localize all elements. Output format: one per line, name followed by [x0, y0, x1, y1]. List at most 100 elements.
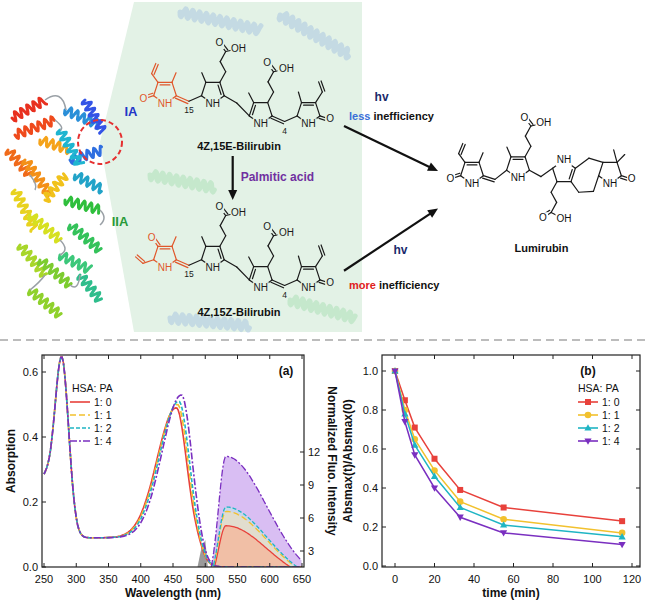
bond — [249, 257, 254, 267]
bond — [551, 182, 557, 193]
tick-label: 6 — [308, 512, 314, 525]
tick-label: 600 — [261, 573, 279, 586]
molecule-name: 4Z,15Z-Bilirubin — [134, 306, 344, 319]
bond — [224, 260, 237, 267]
bond — [272, 280, 285, 286]
atom-label: O — [325, 113, 335, 125]
atom-label: O — [214, 37, 224, 49]
legend-text: 1: 0 — [602, 396, 620, 408]
tick-label: 3 — [308, 545, 314, 558]
marker — [500, 521, 507, 527]
marker — [401, 419, 408, 425]
arrowhead — [427, 163, 438, 171]
tick-label: 0.0 — [23, 561, 38, 574]
legend-entry: 1: 4 — [70, 434, 112, 448]
bond — [495, 170, 507, 179]
tick — [42, 502, 46, 503]
separator — [0, 339, 647, 340]
bond — [525, 136, 531, 146]
note-word: inefficiency — [373, 110, 434, 123]
bond — [579, 191, 594, 193]
tick — [205, 355, 206, 359]
tick-label: 250 — [35, 573, 53, 586]
arrow-line — [344, 126, 433, 168]
protein-helix — [74, 174, 101, 194]
tick — [382, 410, 386, 411]
tick — [302, 563, 303, 567]
tick — [434, 355, 435, 359]
bond — [285, 280, 298, 286]
bond — [189, 260, 202, 266]
protein-loop — [30, 175, 36, 190]
molecule-node: Lumirubin — [438, 108, 645, 258]
legend-entry: 1: 2 — [578, 421, 620, 435]
bond — [154, 82, 158, 95]
atom-label: O — [262, 58, 272, 70]
marker — [501, 505, 507, 511]
atom-label: OH — [535, 117, 552, 129]
atom-label: O — [147, 232, 157, 244]
bond — [529, 170, 541, 176]
legend-title: HSA: PA — [578, 382, 619, 394]
protein-helix — [69, 225, 102, 252]
legend-line-stroke — [70, 401, 90, 403]
tick — [513, 563, 514, 567]
bond — [507, 147, 511, 157]
molecule-node: 4Z,15Z-Bilirubin — [134, 200, 344, 322]
bond — [316, 103, 320, 116]
bond — [614, 150, 617, 162]
bond — [201, 246, 205, 259]
marker — [457, 487, 463, 493]
tick — [302, 355, 303, 359]
tick-label: 12 — [308, 446, 320, 459]
bond — [249, 93, 254, 103]
tick — [636, 410, 640, 411]
bond — [202, 73, 206, 83]
bond — [172, 237, 176, 247]
bond — [569, 170, 572, 179]
axis-title: Normalized Fluo. Intensity — [324, 386, 338, 535]
atom-label: O — [627, 173, 637, 185]
tick — [269, 563, 270, 567]
note-word: inefficiency — [379, 278, 440, 291]
atom-label: O — [138, 93, 148, 105]
edge-label: hv — [393, 244, 407, 258]
protein-helix — [59, 253, 91, 272]
protein-loop — [45, 96, 66, 110]
bond — [154, 246, 158, 259]
atom-label: NH — [300, 118, 316, 130]
bond — [271, 118, 284, 124]
tick — [474, 563, 475, 567]
tick-label: 0.8 — [363, 404, 378, 417]
legend-entry: 1: 0 — [578, 395, 620, 409]
bond — [158, 246, 172, 247]
atom-label: O — [325, 277, 335, 289]
tick — [42, 437, 46, 438]
tick — [108, 563, 109, 567]
legend-text: 1: 2 — [94, 422, 112, 434]
legend-line — [578, 397, 598, 407]
bond — [603, 162, 617, 163]
bond — [575, 158, 588, 168]
bond — [268, 82, 274, 92]
tick — [636, 566, 640, 567]
bond — [316, 267, 320, 280]
atom-label: OH — [278, 227, 295, 239]
atom-label: NH — [205, 98, 221, 110]
tick — [140, 563, 141, 567]
protein-loop — [100, 210, 104, 225]
bond — [252, 105, 255, 114]
legend-text: 1: 0 — [94, 396, 112, 408]
bond — [304, 105, 314, 106]
bond — [237, 103, 250, 116]
tick-label: 500 — [196, 573, 214, 586]
tick-label: 9 — [308, 479, 314, 492]
bond — [541, 168, 553, 176]
bond — [175, 262, 188, 268]
marker — [457, 504, 464, 510]
molecule-name: Lumirubin — [438, 242, 645, 255]
bond — [479, 162, 483, 175]
tick-label: 0.4 — [363, 482, 378, 495]
domain-label: IA — [125, 105, 138, 120]
legend-line-stroke — [70, 440, 90, 442]
